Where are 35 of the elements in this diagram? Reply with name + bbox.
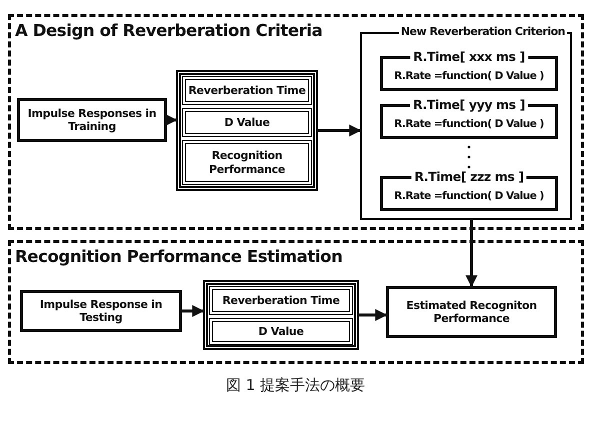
- dashed-group-frame: [8, 240, 584, 364]
- box-label: Impulse Response in Testing: [38, 298, 164, 324]
- process-box: [17, 98, 167, 142]
- dashed-group-frame: [8, 14, 584, 230]
- rule-formula: R.Rate =function( D Value ): [394, 70, 544, 83]
- rule-heading: R.Time[ zzz ms ]: [411, 169, 527, 184]
- rule-heading: R.Time[ xxx ms ]: [410, 49, 528, 64]
- feature-box: [182, 140, 312, 185]
- group-title: A Design of Reverberation Criteria: [15, 21, 322, 41]
- feature-box: [209, 318, 353, 345]
- feature-box: [182, 108, 312, 137]
- arrow: [466, 220, 478, 288]
- group-title: Recognition Performance Estimation: [15, 247, 342, 267]
- box-label: Estimated Recogniton Performance: [405, 298, 538, 326]
- box-label: Recognition Performance: [208, 149, 286, 176]
- feature-box: [209, 286, 353, 315]
- process-box: [20, 290, 182, 332]
- arrow: [165, 114, 178, 126]
- arrow: [359, 309, 388, 321]
- panel-title: New Reverberation Criterion: [398, 25, 567, 38]
- figure-caption: 図 1 提案手法の概要: [224, 376, 366, 395]
- arrow: [182, 305, 204, 317]
- feature-group-box: [176, 70, 318, 191]
- box-label: D Value: [257, 324, 305, 338]
- rule-heading: R.Time[ yyy ms ]: [410, 97, 528, 112]
- process-box: [386, 286, 557, 338]
- box-label: Impulse Responses in Training: [26, 106, 158, 134]
- rule-formula: R.Rate =function( D Value ): [394, 118, 544, 131]
- rule-formula: R.Rate =function( D Value ): [394, 190, 544, 203]
- box-label: D Value: [223, 116, 271, 130]
- feature-group-box: [203, 280, 359, 350]
- arrow: [318, 124, 362, 136]
- feature-box: [182, 76, 312, 105]
- box-label: Reverberation Time: [187, 84, 307, 98]
- box-label: Reverberation Time: [221, 294, 341, 308]
